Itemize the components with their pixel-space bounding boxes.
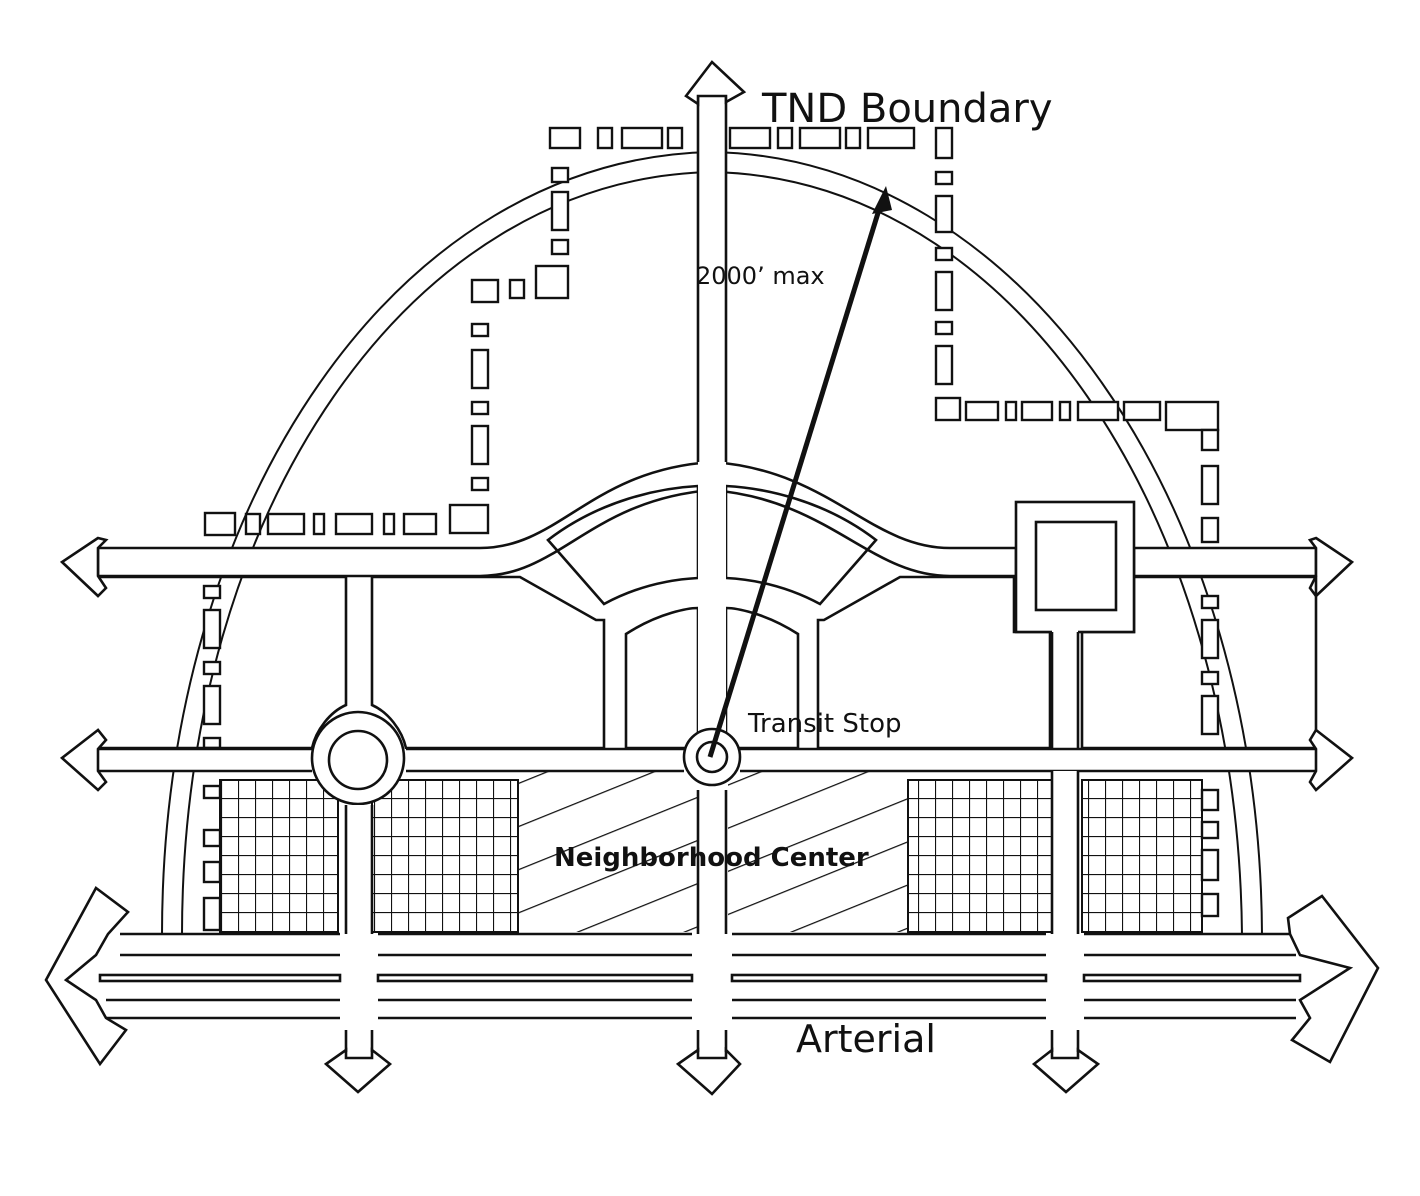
arrow-north-center [684,60,747,107]
radius-label: 2000’ max [696,262,825,290]
grid-block-right-2 [1081,779,1203,933]
arrow-east-upper [1307,536,1355,598]
arrow-south-center [675,1046,742,1096]
tnd-boundary-label: TND Boundary [761,86,1053,132]
grid-block-left-2 [371,779,519,933]
arrow-west-middle [59,728,108,792]
residential-lots-right-edge [1200,428,1220,918]
arrow-south-right [1031,1047,1101,1094]
transit-stop-label: Transit Stop [747,709,902,739]
residential-lots-upper-left [203,126,684,537]
arrow-east-arterial [1286,894,1380,1064]
arterial-label: Arterial [796,1017,936,1061]
arterial-road [44,886,1380,1067]
roundabout [310,710,406,806]
arrow-west-arterial [44,886,130,1067]
neighborhood-center-label: Neighborhood Center [554,843,869,873]
radius-indicator [707,186,892,758]
square-plaza [1014,500,1136,750]
grid-block-right-1 [907,779,1059,933]
neighborhood-center-zone-left [518,772,698,932]
block-hatching [219,772,1203,933]
neighborhood-center-zone-right [728,772,908,932]
arrow-south-left [323,1047,393,1094]
residential-lots-upper-right [700,126,1220,432]
arrow-east-middle [1308,728,1355,792]
grid-block-left-1 [219,779,339,933]
radius-arrowhead [872,186,892,214]
residential-lots-left-edge [202,584,222,932]
arrow-west-upper [59,536,109,598]
